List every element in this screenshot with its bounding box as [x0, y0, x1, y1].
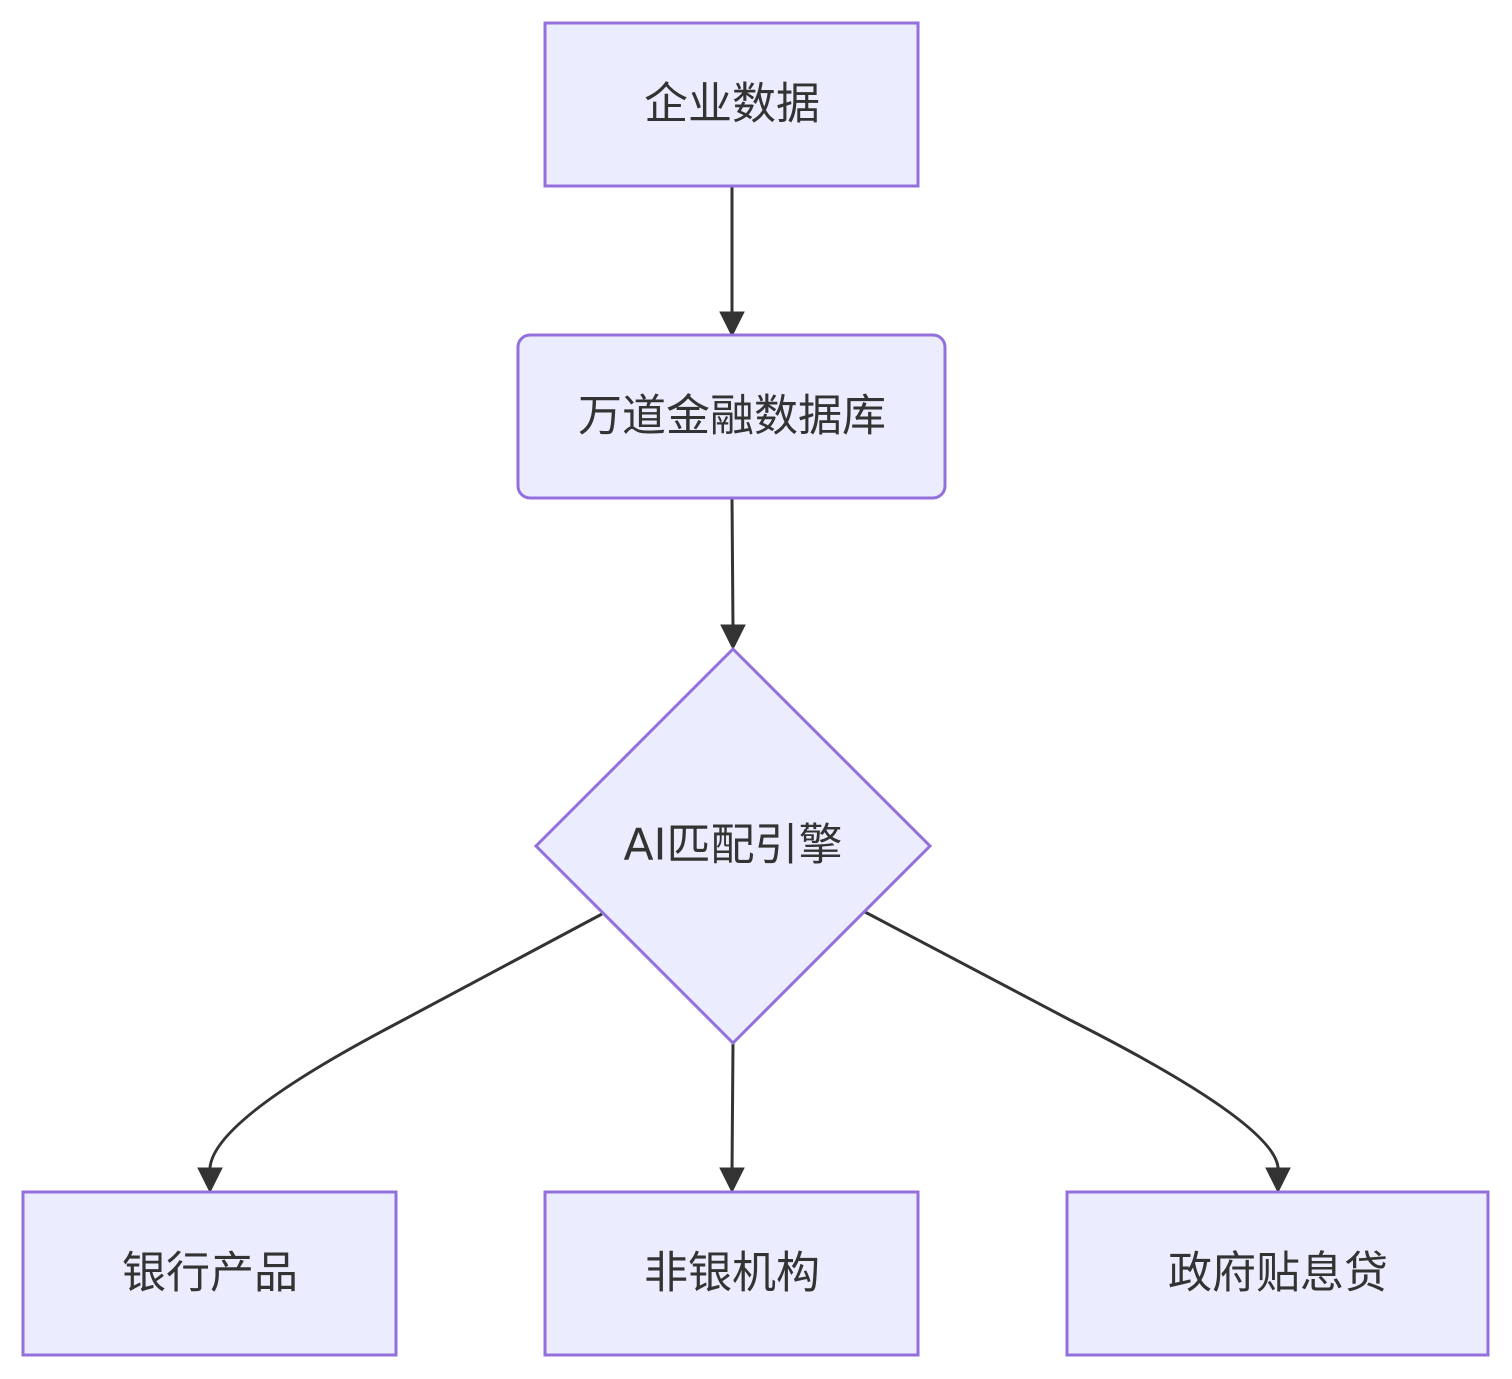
- node-non-bank[interactable]: 非银机构: [543, 1190, 920, 1357]
- database-box: [516, 333, 947, 500]
- non-bank-box: [543, 1190, 920, 1357]
- node-enterprise-data[interactable]: 企业数据: [543, 21, 920, 188]
- edge-database-to-ai-engine: [730, 497, 735, 629]
- bank-products-label: 银行产品: [122, 1248, 298, 1299]
- node-gov-loan[interactable]: 政府贴息贷: [1065, 1190, 1490, 1357]
- database-label: 万道金融数据库: [578, 391, 886, 442]
- arrowhead-database: [719, 311, 745, 338]
- arrowhead-non-bank: [719, 1167, 745, 1194]
- edge-ai-engine-to-bank-products: [208, 912, 603, 1173]
- arrowhead-bank-products: [197, 1167, 223, 1194]
- node-bank-products[interactable]: 银行产品: [21, 1190, 398, 1357]
- arrowhead-gov-loan: [1265, 1167, 1291, 1194]
- bank-products-box: [21, 1190, 398, 1357]
- gov-loan-box: [1065, 1190, 1490, 1357]
- edge-ai-engine-to-gov-loan: [864, 910, 1280, 1173]
- enterprise-data-box: [543, 21, 920, 188]
- node-ai-engine[interactable]: AI匹配引擎: [533, 646, 933, 1046]
- ai-engine-diamond: [533, 646, 933, 1046]
- gov-loan-label: 政府贴息贷: [1168, 1248, 1388, 1299]
- non-bank-label: 非银机构: [644, 1248, 820, 1299]
- ai-engine-label: AI匹配引擎: [623, 820, 842, 871]
- arrowhead-ai-engine: [720, 624, 746, 651]
- enterprise-data-label: 企业数据: [644, 79, 820, 130]
- edge-ai-engine-to-non-bank: [730, 1042, 735, 1173]
- edges: [197, 186, 1291, 1194]
- node-database[interactable]: 万道金融数据库: [516, 333, 947, 500]
